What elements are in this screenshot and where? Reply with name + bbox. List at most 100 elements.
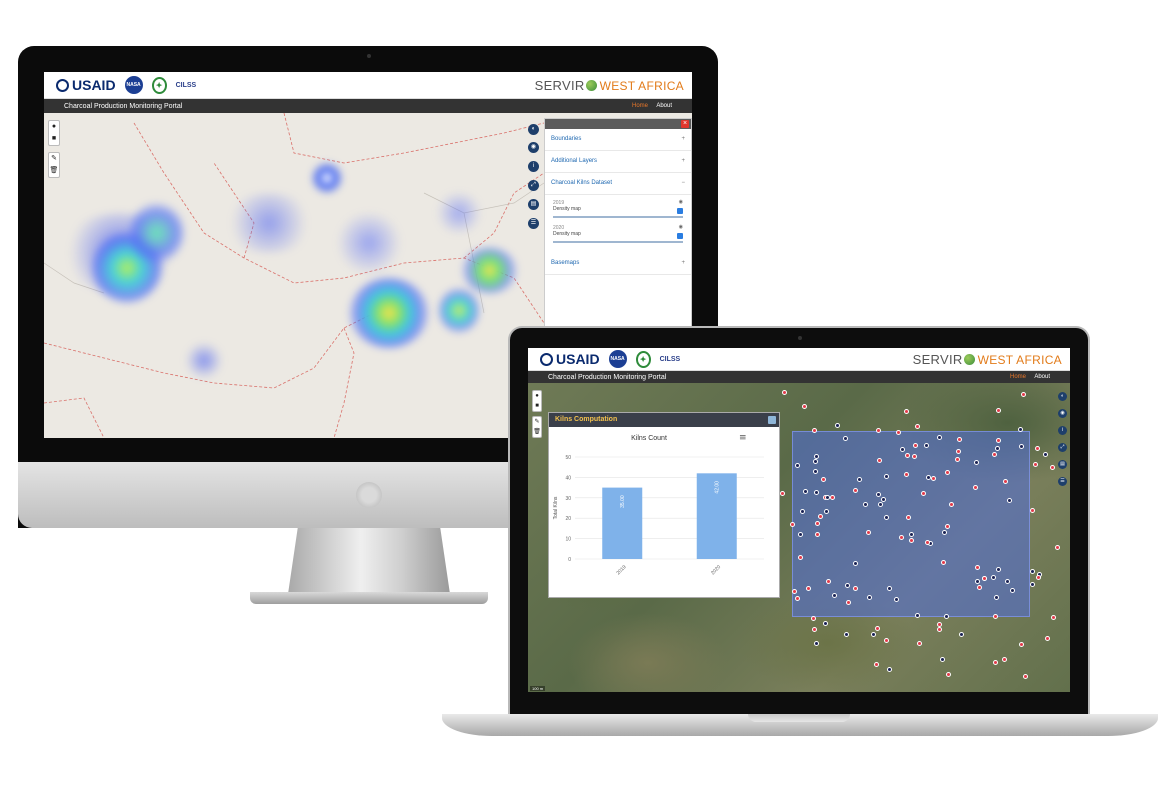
kiln-point[interactable] [1002, 657, 1007, 662]
kiln-point[interactable] [821, 477, 826, 482]
document-icon[interactable]: ▤ [528, 199, 539, 210]
kiln-point[interactable] [945, 470, 950, 475]
kiln-point[interactable] [1030, 569, 1035, 574]
kiln-point[interactable] [853, 586, 858, 591]
kiln-point[interactable] [1030, 582, 1035, 587]
accordion-boundaries[interactable]: Boundaries+ [545, 129, 691, 151]
kiln-point[interactable] [1023, 674, 1028, 679]
kiln-point[interactable] [1051, 615, 1056, 620]
kiln-point[interactable] [996, 567, 1001, 572]
kiln-point[interactable] [835, 423, 840, 428]
kiln-point[interactable] [975, 565, 980, 570]
fullscreen-icon[interactable]: ⤢ [1058, 443, 1067, 452]
kiln-point[interactable] [1045, 636, 1050, 641]
info-icon[interactable]: i [528, 161, 539, 172]
kiln-point[interactable] [806, 586, 811, 591]
kiln-point[interactable] [941, 560, 946, 565]
kiln-point[interactable] [857, 477, 862, 482]
kiln-point[interactable] [800, 509, 805, 514]
accordion-additional-layers[interactable]: Additional Layers+ [545, 151, 691, 173]
kiln-point[interactable] [830, 495, 835, 500]
minimize-icon[interactable] [768, 416, 776, 424]
kiln-point[interactable] [909, 538, 914, 543]
kiln-point[interactable] [780, 491, 785, 496]
nasa-logo[interactable]: NASA [608, 350, 627, 368]
kiln-point[interactable] [878, 502, 883, 507]
nav-home-link[interactable]: Home [1009, 374, 1026, 380]
opacity-slider[interactable] [553, 216, 683, 218]
kiln-point[interactable] [904, 472, 909, 477]
kiln-point[interactable] [1030, 508, 1035, 513]
kiln-point[interactable] [996, 438, 1001, 443]
kiln-point[interactable] [993, 614, 998, 619]
delete-tool[interactable]: 🗑 [49, 167, 59, 174]
africa-logo[interactable]: ✦ [635, 350, 651, 368]
kiln-point[interactable] [973, 485, 978, 490]
kiln-point[interactable] [803, 489, 808, 494]
close-icon[interactable]: × [681, 120, 689, 128]
kiln-point[interactable] [812, 627, 817, 632]
kiln-point[interactable] [811, 616, 816, 621]
kiln-point[interactable] [940, 657, 945, 662]
opacity-slider[interactable] [553, 241, 683, 243]
kiln-point[interactable] [795, 463, 800, 468]
layer-checkbox[interactable] [677, 208, 683, 214]
kiln-point[interactable] [826, 579, 831, 584]
kiln-point[interactable] [792, 589, 797, 594]
layers-icon[interactable]: ◐ [1058, 392, 1067, 401]
kiln-point[interactable] [813, 459, 818, 464]
kiln-point[interactable] [906, 515, 911, 520]
draw-square-tool[interactable]: ■ [51, 135, 57, 142]
list-icon[interactable]: ☰ [1058, 477, 1067, 486]
kiln-point[interactable] [884, 515, 889, 520]
nav-about-link[interactable]: About [656, 103, 672, 109]
kiln-point[interactable] [915, 613, 920, 618]
kiln-point[interactable] [818, 514, 823, 519]
kiln-point[interactable] [900, 447, 905, 452]
kiln-point[interactable] [909, 532, 914, 537]
kiln-point[interactable] [1003, 479, 1008, 484]
kiln-point[interactable] [1043, 452, 1048, 457]
kiln-point[interactable] [825, 495, 830, 500]
kiln-point[interactable] [926, 475, 931, 480]
kiln-point[interactable] [977, 585, 982, 590]
kiln-point[interactable] [925, 540, 930, 545]
chart-menu-icon[interactable]: ≡ [739, 433, 747, 443]
eye-icon[interactable]: ◉ [678, 224, 683, 230]
kiln-point[interactable] [1019, 444, 1024, 449]
kiln-point[interactable] [887, 586, 892, 591]
kiln-point[interactable] [1055, 545, 1060, 550]
kiln-point[interactable] [866, 530, 871, 535]
kiln-point[interactable] [875, 626, 880, 631]
kiln-point[interactable] [1019, 642, 1024, 647]
kiln-point[interactable] [884, 638, 889, 643]
kiln-point[interactable] [814, 454, 819, 459]
accordion-basemaps[interactable]: Basemaps+ [545, 253, 691, 275]
kiln-point[interactable] [937, 435, 942, 440]
kiln-point[interactable] [790, 522, 795, 527]
kiln-point[interactable] [876, 492, 881, 497]
draw-point-tool[interactable]: ● [535, 393, 539, 399]
kiln-point[interactable] [798, 555, 803, 560]
kiln-point[interactable] [1007, 498, 1012, 503]
kiln-point[interactable] [815, 521, 820, 526]
kiln-point[interactable] [845, 583, 850, 588]
nav-about-link[interactable]: About [1034, 374, 1050, 380]
cilss-logo[interactable]: CILSS [659, 355, 681, 363]
usaid-logo[interactable]: USAID [540, 351, 600, 367]
kiln-point[interactable] [946, 672, 951, 677]
info-icon[interactable]: i [1058, 426, 1067, 435]
kiln-point[interactable] [867, 595, 872, 600]
nasa-logo[interactable]: NASA [124, 76, 143, 94]
kiln-point[interactable] [1036, 575, 1041, 580]
kiln-point[interactable] [982, 576, 987, 581]
kiln-point[interactable] [812, 428, 817, 433]
kiln-point[interactable] [782, 390, 787, 395]
kiln-point[interactable] [881, 497, 886, 502]
kiln-point[interactable] [876, 428, 881, 433]
kiln-point[interactable] [904, 409, 909, 414]
kiln-point[interactable] [884, 474, 889, 479]
draw-square-tool[interactable]: ■ [535, 403, 539, 409]
